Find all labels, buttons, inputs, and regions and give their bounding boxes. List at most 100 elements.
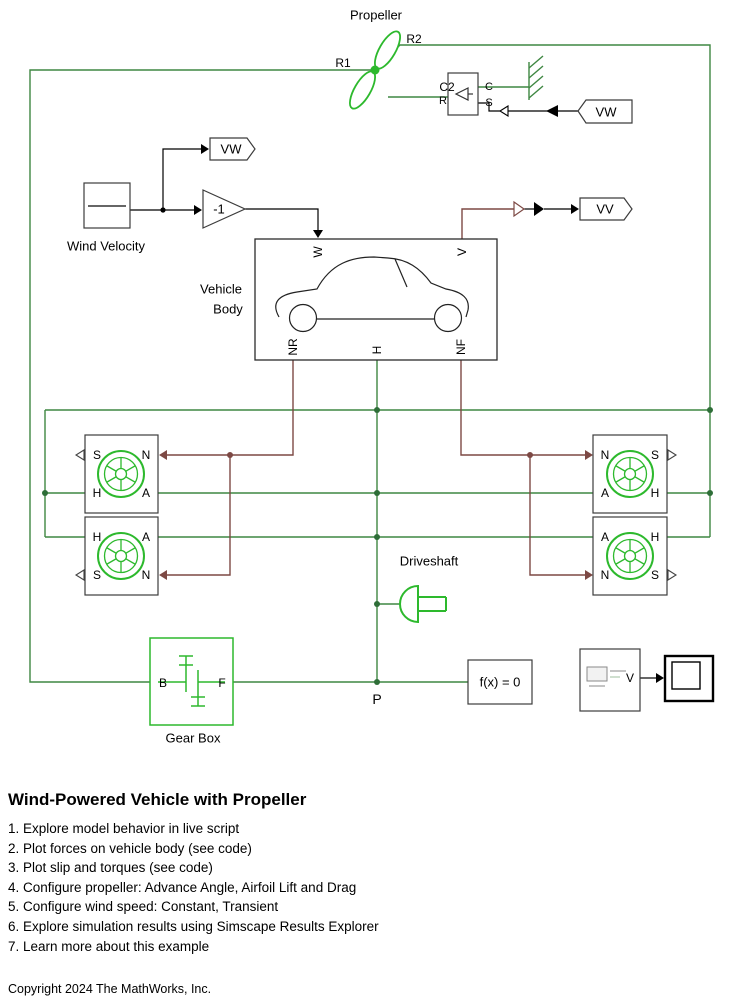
driveshaft-block[interactable] (399, 584, 447, 624)
annotation-step[interactable]: 2. Plot forces on vehicle body (see code… (8, 840, 252, 856)
wheel-block-right-top[interactable] (592, 434, 668, 514)
wheel-rb-port-h: H (650, 530, 660, 544)
wheel-icon (97, 532, 145, 580)
arrow-gain-input (194, 205, 202, 215)
inertia-shaft-icon (418, 596, 447, 612)
port-label-nr: NR (286, 338, 300, 356)
subsystem-port-v: V (625, 671, 635, 685)
gain-value-label: -1 (213, 201, 225, 217)
port-label-src-s: S (485, 97, 493, 109)
wheel-rb-port-a: A (600, 530, 610, 544)
subsystem-thumbnail-icon (586, 666, 626, 687)
port-label-w: W (311, 246, 325, 258)
wheel-lb-port-h: H (92, 530, 102, 544)
port-label-v: V (455, 247, 469, 257)
gear-icon (158, 655, 225, 707)
annotation-step[interactable]: 3. Plot slip and torques (see code) (8, 860, 213, 876)
wheel-icon (97, 450, 145, 498)
maroon-connection-lines[interactable] (167, 208, 585, 576)
scope-block[interactable] (663, 654, 715, 703)
arrow-scope-input (656, 673, 664, 683)
port-label-src-c: C (485, 81, 493, 93)
line-vehicle-v-out[interactable] (461, 208, 514, 239)
model-annotation: Wind-Powered Vehicle with Propeller 1. E… (8, 790, 718, 996)
wheel-rb-port-n: N (600, 568, 610, 582)
arrow-w-input (313, 230, 323, 238)
wheel-lb-port-n: N (141, 568, 151, 582)
driveshaft-label: Driveshaft (399, 553, 459, 569)
port-label-c2: C2 (439, 80, 455, 94)
line-nf-to-right-wheel-n[interactable] (460, 360, 585, 456)
annotation-step[interactable]: 6. Explore simulation results using Sims… (8, 918, 379, 934)
vehicle-body-block[interactable] (254, 238, 498, 361)
wheel-lt-port-s: S (92, 448, 102, 462)
inertia-icon (399, 584, 419, 624)
wheel-block-right-bottom[interactable] (592, 516, 668, 596)
arrow-vw-from-mid (546, 105, 558, 117)
arrow-ps-converter-out (534, 202, 544, 216)
annotation-step[interactable]: 1. Explore model behavior in live script (8, 821, 240, 836)
goto-tag-vw[interactable] (209, 137, 256, 161)
arrow-wheel-rt-n (585, 450, 593, 460)
wheel-rb-port-s: S (650, 568, 660, 582)
propeller-label: Propeller (349, 7, 403, 23)
arrow-wheel-rb-n (585, 570, 593, 580)
from-tag-vw[interactable] (577, 99, 633, 124)
line-propeller-r1-to-gearbox-b[interactable] (29, 69, 375, 683)
wheel-block-left-bottom[interactable] (84, 516, 159, 596)
solver-label: f(x) = 0 (479, 674, 521, 690)
arrow-wheel-lt-s (74, 449, 85, 461)
line-gain-to-w[interactable] (245, 208, 319, 230)
arrow-vv-input (571, 204, 579, 214)
wheel-block-left-top[interactable] (84, 434, 159, 514)
arrow-vw-goto-input (201, 144, 209, 154)
scope-screen-icon (671, 661, 701, 690)
arrow-ps-converter-in (513, 200, 526, 218)
gain-block[interactable] (202, 189, 247, 229)
wheel-icon (606, 532, 654, 580)
signal-lines[interactable] (130, 102, 656, 679)
port-label-r1: R1 (335, 56, 351, 70)
goto-tag-vv[interactable] (579, 197, 633, 221)
from-tag-vw-label: VW (595, 104, 617, 120)
annotation-title: Wind-Powered Vehicle with Propeller (8, 790, 307, 809)
gear-box-block[interactable] (149, 637, 234, 726)
goto-tag-vv-label: VV (596, 201, 614, 217)
solver-configuration-block[interactable] (467, 659, 533, 705)
mechanical-reference-icon[interactable] (528, 55, 544, 100)
wind-velocity-block[interactable] (83, 182, 131, 229)
node-label-p: P (372, 691, 382, 707)
line-nr-branch-to-left-wheel-n2[interactable] (167, 455, 231, 576)
line-branch-to-vw-goto[interactable] (162, 148, 201, 210)
wheel-lt-port-a: A (141, 486, 151, 500)
line-to-source-s[interactable] (478, 102, 500, 112)
port-label-h: H (370, 345, 384, 355)
port-label-nf: NF (454, 339, 468, 355)
port-label-b: B (158, 676, 168, 690)
annotation-step[interactable]: 5. Configure wind speed: Constant, Trans… (8, 899, 279, 915)
wind-velocity-label: Wind Velocity (66, 238, 146, 254)
junction-dots (42, 207, 713, 685)
velocity-source-block[interactable] (447, 72, 479, 116)
propeller-block[interactable] (345, 28, 405, 112)
arrow-wheel-lt-n (159, 450, 167, 460)
propeller-hub-icon (370, 65, 380, 75)
wheel-rt-port-a: A (600, 486, 610, 500)
wheel-rt-port-h: H (650, 486, 660, 500)
wheel-lb-port-s: S (92, 568, 102, 582)
annotation-step[interactable]: 4. Configure propeller: Advance Angle, A… (8, 879, 357, 895)
wheel-lt-port-h: H (92, 486, 102, 500)
scope-subsystem-block[interactable] (579, 648, 641, 712)
gear-box-label: Gear Box (165, 730, 221, 746)
line-nf-branch-to-right-wheel-n2[interactable] (529, 455, 585, 576)
wheel-lt-port-n: N (141, 448, 151, 462)
arrowheads (74, 105, 678, 683)
arrow-source-s-in (498, 105, 509, 117)
wheel-icon (606, 450, 654, 498)
vehicle-body-label-1: Vehicle (200, 281, 242, 297)
line-nr-to-left-wheel-n[interactable] (167, 360, 294, 456)
annotation-step[interactable]: 7. Learn more about this example (8, 938, 210, 954)
vehicle-body-label-2: Body (213, 301, 243, 317)
